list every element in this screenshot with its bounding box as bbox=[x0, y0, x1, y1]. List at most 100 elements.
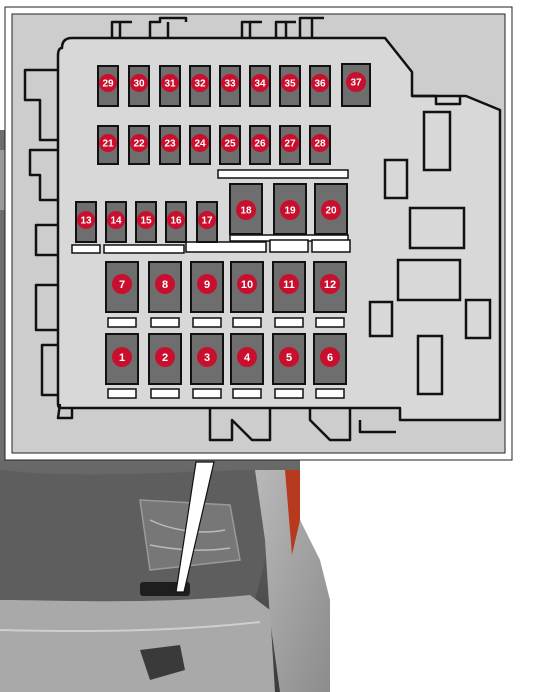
fuse-31: 31 bbox=[159, 65, 181, 107]
fuse-number-label: 22 bbox=[133, 139, 145, 150]
fuse-number-label: 15 bbox=[140, 216, 152, 227]
fuse-number-badge bbox=[237, 274, 257, 294]
fuse-number-label: 33 bbox=[224, 79, 236, 90]
fuse-clip bbox=[274, 317, 304, 328]
fuse-27: 27 bbox=[279, 125, 301, 165]
fuse-clip bbox=[274, 388, 304, 399]
fuse-7: 7 bbox=[105, 261, 139, 313]
fuse-number-badge bbox=[161, 74, 179, 92]
fuse-10: 10 bbox=[230, 261, 264, 313]
fuse-number-label: 8 bbox=[162, 279, 168, 291]
fuse-number-badge bbox=[221, 74, 239, 92]
fuse-number-label: 26 bbox=[254, 139, 266, 150]
fuse-25: 25 bbox=[219, 125, 241, 165]
fuse-strips bbox=[71, 169, 351, 254]
fuse-number-badge bbox=[197, 274, 217, 294]
fuse-number-label: 11 bbox=[283, 279, 295, 291]
fuse-number-label: 2 bbox=[162, 352, 168, 364]
fuse-16: 16 bbox=[165, 201, 187, 243]
fuse-number-label: 13 bbox=[80, 216, 92, 227]
fuse-number-label: 10 bbox=[241, 279, 253, 291]
relay-components bbox=[368, 110, 492, 396]
fuse-number-label: 29 bbox=[102, 79, 114, 90]
fuse-number-badge bbox=[155, 274, 175, 294]
callout-pointer bbox=[175, 461, 215, 593]
fuse-number-label: 36 bbox=[314, 79, 326, 90]
fuse-1: 1 bbox=[105, 333, 139, 385]
fuse-number-badge bbox=[197, 347, 217, 367]
fuse-clip bbox=[150, 317, 180, 328]
fuse-number-label: 16 bbox=[170, 216, 182, 227]
fuse-number-badge bbox=[107, 211, 125, 229]
fuse-5: 5 bbox=[272, 333, 306, 385]
fuse-clip bbox=[192, 388, 222, 399]
fuse-number-label: 7 bbox=[119, 279, 125, 291]
fuse-number-badge bbox=[112, 274, 132, 294]
fuse-19: 19 bbox=[273, 183, 307, 235]
fuse-37: 37 bbox=[341, 63, 371, 107]
fuse-number-badge bbox=[320, 274, 340, 294]
fuse-4: 4 bbox=[230, 333, 264, 385]
fuse-number-label: 6 bbox=[327, 352, 333, 364]
fuse-21: 21 bbox=[97, 125, 119, 165]
fuse-number-badge bbox=[281, 134, 299, 152]
fuse-number-badge bbox=[191, 134, 209, 152]
fuse-22: 22 bbox=[128, 125, 150, 165]
fuse-clip bbox=[232, 317, 262, 328]
fuse-29: 29 bbox=[97, 65, 119, 107]
fuse-15: 15 bbox=[135, 201, 157, 243]
fuse-32: 32 bbox=[189, 65, 211, 107]
fuse-number-badge bbox=[280, 200, 300, 220]
fuse-number-label: 37 bbox=[350, 78, 362, 89]
fuse-14: 14 bbox=[105, 201, 127, 243]
fuse-12: 12 bbox=[313, 261, 347, 313]
fuse-23: 23 bbox=[159, 125, 181, 165]
fuse-number-label: 21 bbox=[102, 139, 114, 150]
fuse-clip bbox=[192, 317, 222, 328]
fuse-number-label: 1 bbox=[119, 352, 125, 364]
fuse-2: 2 bbox=[148, 333, 182, 385]
fuse-number-label: 23 bbox=[164, 139, 176, 150]
fuse-number-label: 30 bbox=[133, 79, 145, 90]
fuse-number-label: 4 bbox=[244, 352, 251, 364]
fuse-number-label: 24 bbox=[194, 139, 206, 150]
fuse-number-badge bbox=[279, 274, 299, 294]
fuse-3: 3 bbox=[190, 333, 224, 385]
fuse-number-label: 34 bbox=[254, 79, 266, 90]
fuse-number-badge bbox=[77, 211, 95, 229]
fuse-6: 6 bbox=[313, 333, 347, 385]
fuse-number-badge bbox=[251, 74, 269, 92]
fuse-clip bbox=[232, 388, 262, 399]
fuse-number-label: 18 bbox=[240, 206, 252, 217]
fuse-26: 26 bbox=[249, 125, 271, 165]
fuse-body bbox=[272, 261, 306, 313]
fuse-number-badge bbox=[237, 347, 257, 367]
fuse-number-label: 32 bbox=[194, 79, 206, 90]
fuse-number-badge bbox=[155, 347, 175, 367]
fuse-number-label: 3 bbox=[204, 352, 210, 364]
fuse-clip bbox=[107, 388, 137, 399]
fuse-number-badge bbox=[161, 134, 179, 152]
fuse-clip bbox=[315, 388, 345, 399]
fuse-35: 35 bbox=[279, 65, 301, 107]
fuse-9: 9 bbox=[190, 261, 224, 313]
fuse-clip bbox=[150, 388, 180, 399]
fuse-number-label: 28 bbox=[314, 139, 326, 150]
fuse-clip bbox=[107, 317, 137, 328]
fuse-24: 24 bbox=[189, 125, 211, 165]
fuse-number-badge bbox=[320, 347, 340, 367]
fuse-number-label: 9 bbox=[204, 279, 210, 291]
fuse-clip bbox=[315, 317, 345, 328]
fuse-number-label: 17 bbox=[201, 216, 213, 227]
fuse-28: 28 bbox=[309, 125, 331, 165]
fuse-number-badge bbox=[321, 200, 341, 220]
fuse-number-label: 31 bbox=[164, 79, 176, 90]
fuse-11: 11 bbox=[272, 261, 306, 313]
fuse-number-label: 25 bbox=[224, 139, 236, 150]
fuse-number-label: 20 bbox=[325, 206, 337, 217]
fuse-number-badge bbox=[99, 74, 117, 92]
fuse-number-badge bbox=[281, 74, 299, 92]
fuse-number-badge bbox=[167, 211, 185, 229]
fuse-30: 30 bbox=[128, 65, 150, 107]
